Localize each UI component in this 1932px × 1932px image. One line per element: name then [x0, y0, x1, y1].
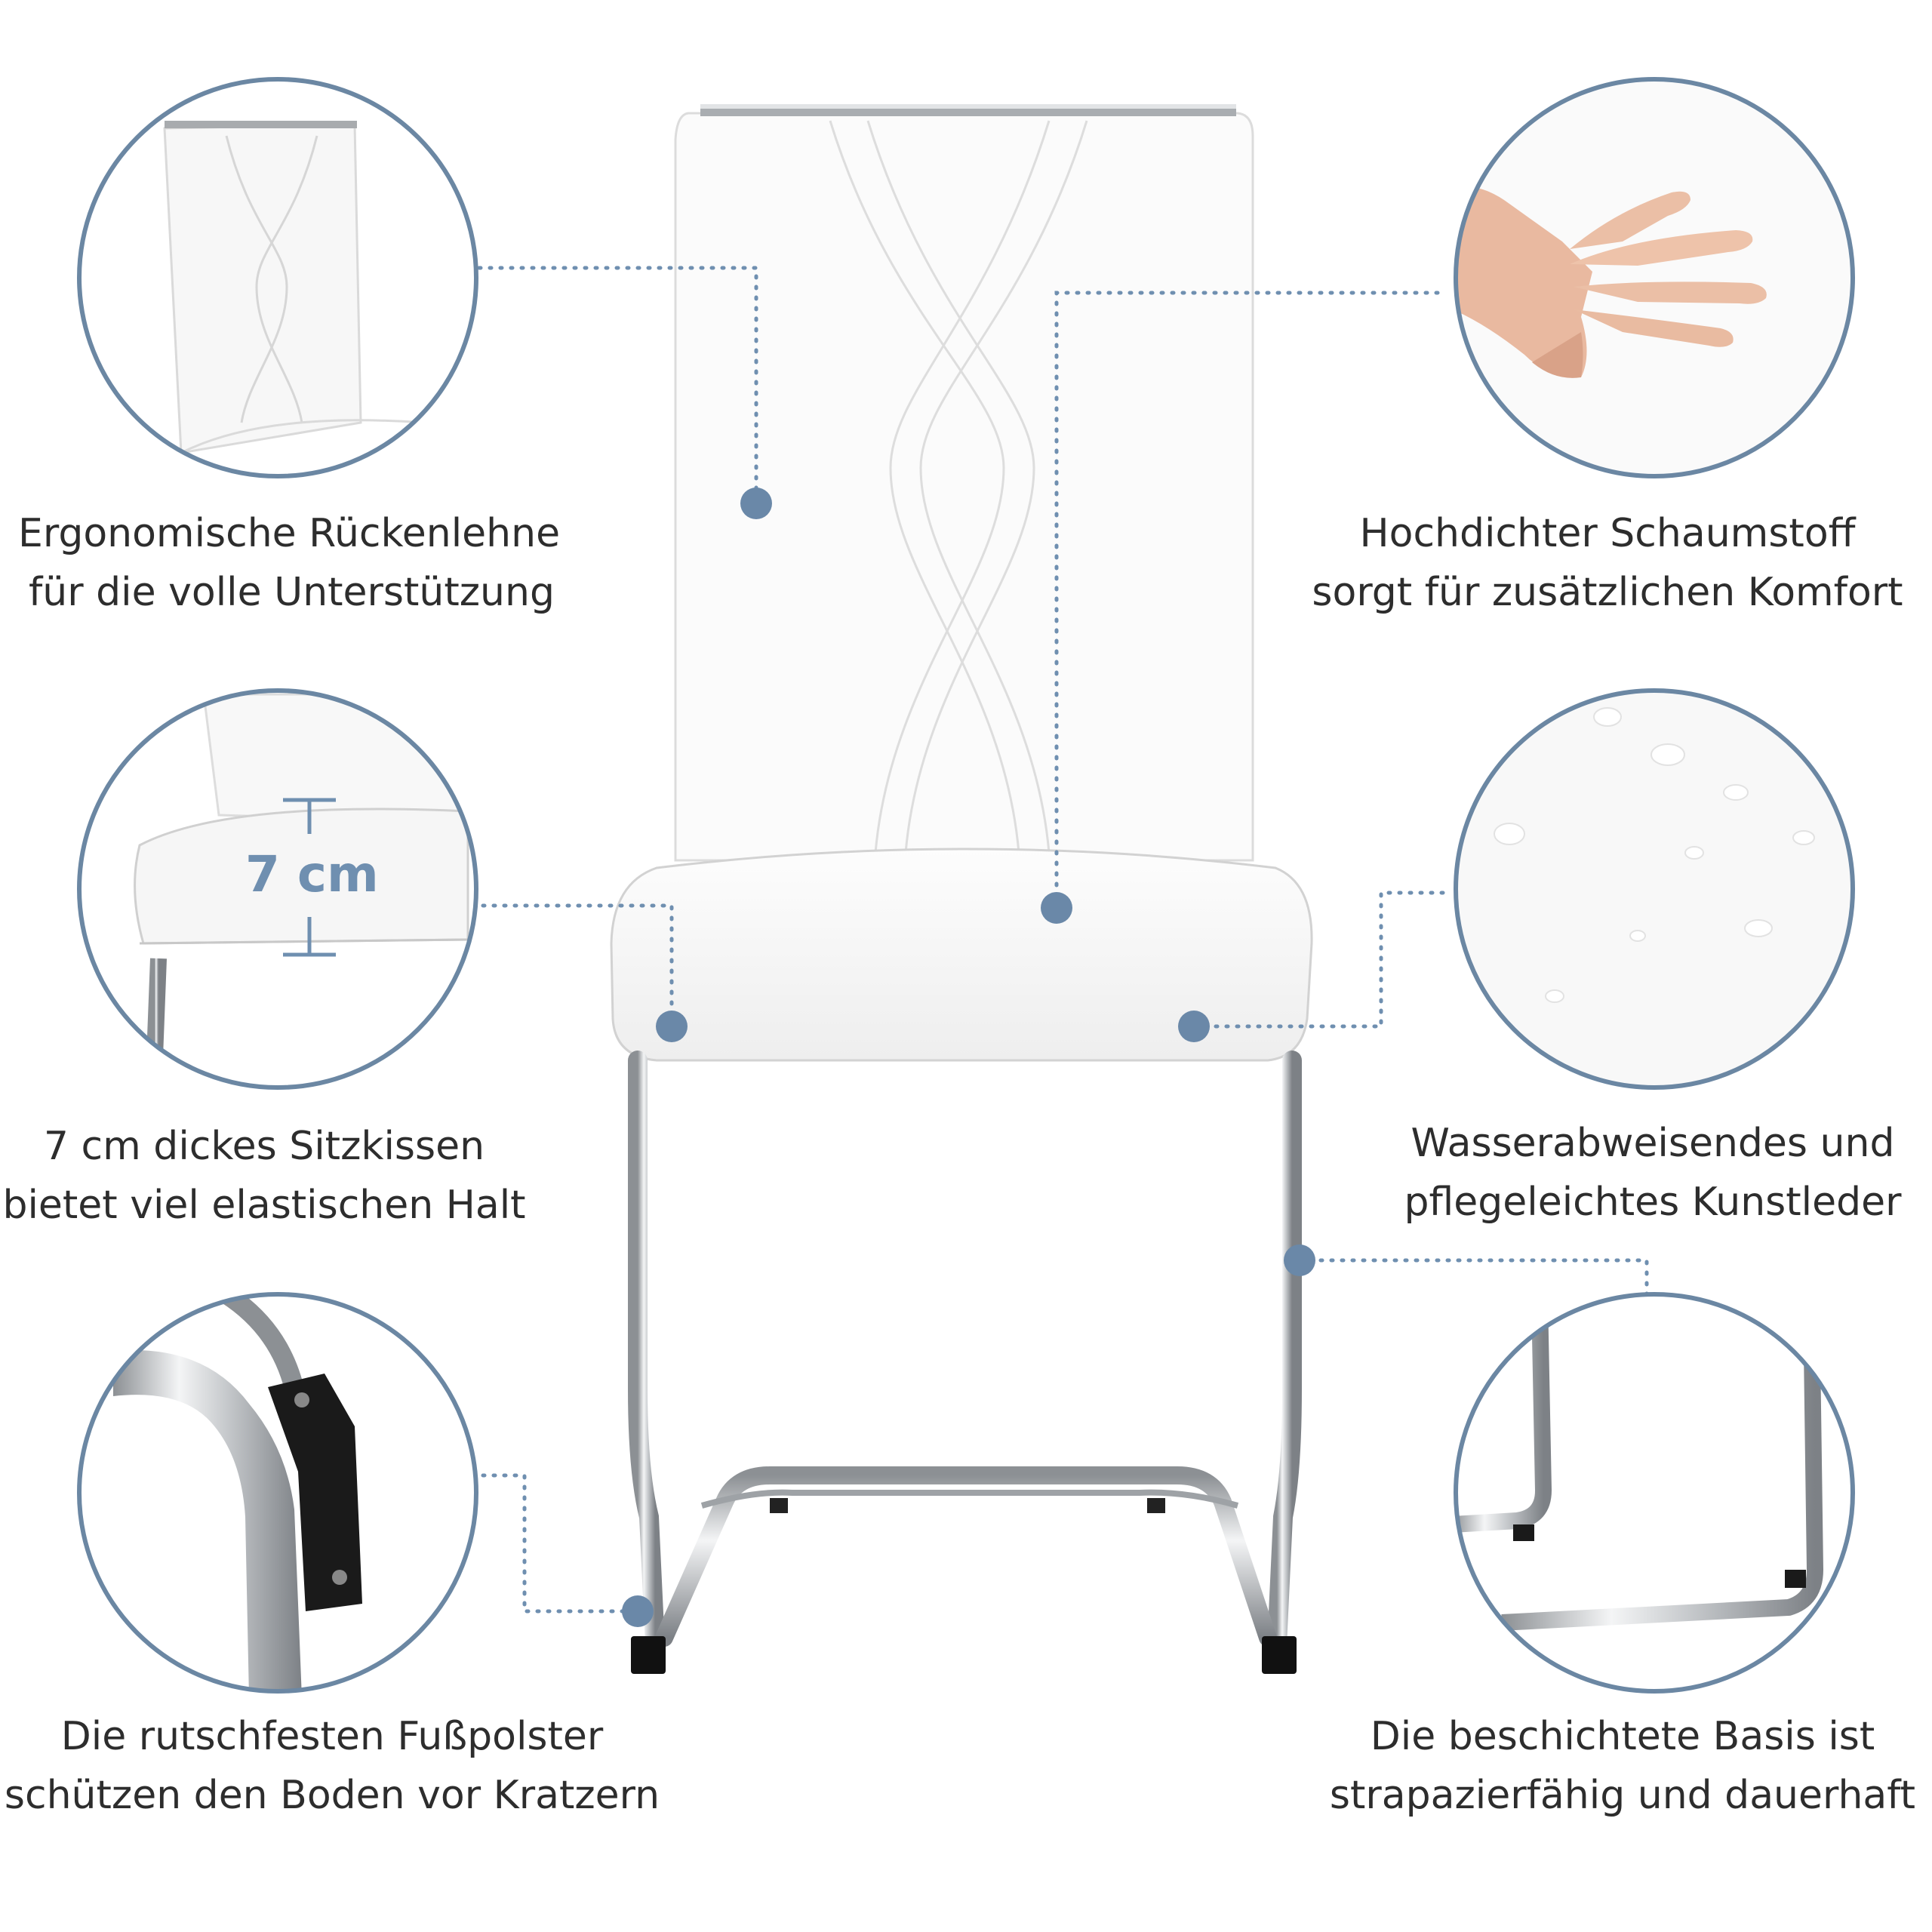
- dot-pads: [622, 1595, 654, 1627]
- detail-circle-backrest: [77, 77, 478, 478]
- caption-base: Die beschichtete Basis ist strapazierfäh…: [1329, 1714, 1916, 1818]
- main-chair: [610, 104, 1313, 1674]
- caption-cushion: 7 cm dickes Sitzkissen bietet viel elast…: [2, 1124, 526, 1228]
- dot-cushion: [656, 1011, 688, 1042]
- callout-connectors: [477, 266, 1649, 1614]
- cushion-thickness-label: 7 cm: [245, 845, 379, 903]
- caption-leather: Wasserabweisendes und pflegeleichtes Kun…: [1404, 1121, 1902, 1225]
- callout-dots: [622, 488, 1315, 1627]
- detail-circle-base: [1454, 1292, 1855, 1694]
- caption-pads: Die rutschfesten Fußpolster schützen den…: [4, 1714, 660, 1818]
- caption-foam: Hochdichter Schaumstoff sorgt für zusätz…: [1312, 511, 1903, 615]
- detail-circle-foam: [1454, 77, 1855, 478]
- detail-circle-leather: [1454, 688, 1855, 1090]
- dot-foam: [1041, 892, 1072, 924]
- dot-leather: [1178, 1011, 1210, 1042]
- dot-backrest: [740, 488, 772, 519]
- detail-circle-pads: [77, 1292, 478, 1694]
- dot-base: [1284, 1244, 1315, 1276]
- caption-backrest: Ergonomische Rückenlehne für die volle U…: [18, 511, 561, 615]
